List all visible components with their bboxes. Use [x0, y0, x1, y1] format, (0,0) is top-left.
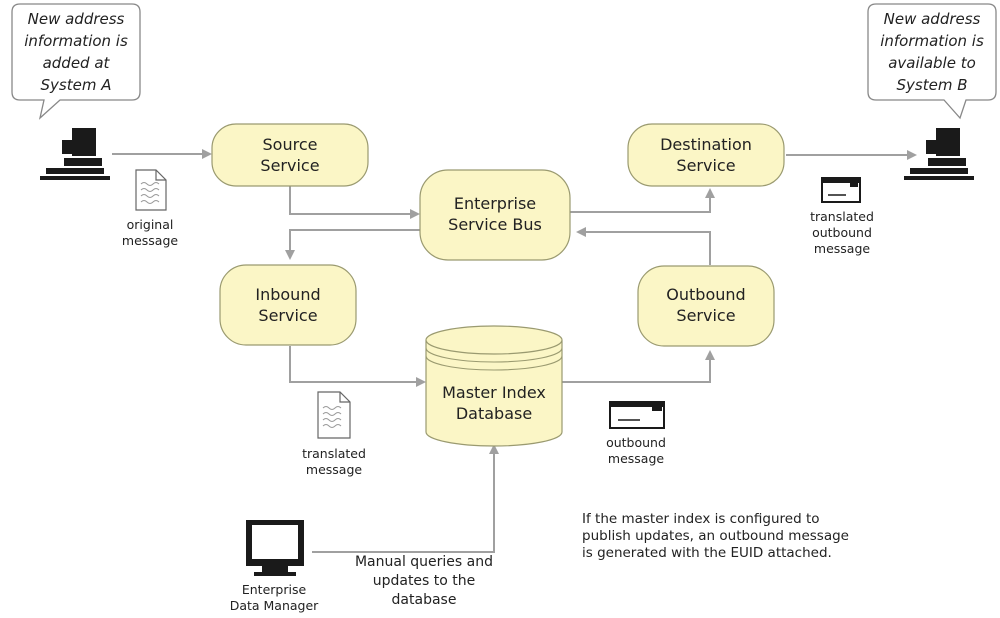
callout-system-b-line-2: information is — [880, 32, 984, 50]
callout-system-a-line-2: information is — [24, 32, 128, 50]
callout-system-b-line-3: available to — [888, 54, 976, 72]
edm-label-1: Enterprise — [242, 582, 307, 597]
outbound-service-node: Outbound Service — [637, 265, 775, 347]
enterprise-service-bus-label-2: Service Bus — [448, 215, 542, 234]
translated-message-label-1: translated — [302, 446, 366, 461]
note-line-3: is generated with the EUID attached. — [582, 545, 832, 561]
manual-queries-label-3: database — [392, 592, 457, 608]
manual-queries-label-1: Manual queries and — [355, 554, 493, 570]
callout-system-b-line-1: New address — [884, 10, 981, 28]
edm-label-2: Data Manager — [230, 598, 319, 613]
master-index-database-label-2: Database — [456, 404, 532, 423]
original-message-document-icon — [135, 169, 167, 211]
destination-service-label-1: Destination — [660, 135, 752, 154]
callout-system-a-line-1: New address — [28, 10, 125, 28]
master-index-database-label-1: Master Index — [442, 383, 546, 402]
source-service-label-1: Source — [263, 135, 318, 154]
destination-service-node: Destination Service — [627, 123, 785, 187]
outbound-service-label-2: Service — [676, 306, 735, 325]
source-service-label-2: Service — [260, 156, 319, 175]
outbound-service-label-1: Outbound — [666, 285, 745, 304]
arrow-bus-to-inbound — [285, 229, 420, 260]
system-b-computer-icon — [904, 128, 974, 180]
source-service-node: Source Service — [211, 123, 369, 187]
outbound-message-envelope-icon — [609, 401, 665, 429]
original-message-label-2: message — [122, 233, 178, 248]
enterprise-service-bus-node: Enterprise Service Bus — [419, 169, 571, 261]
callout-system-b: New address information is available to … — [867, 3, 997, 120]
translated-message-label-2: message — [306, 462, 362, 477]
outbound-message-label-1: outbound — [606, 435, 666, 450]
translated-outbound-message-label-3: message — [814, 241, 870, 256]
enterprise-service-bus-label-1: Enterprise — [454, 194, 536, 213]
arrow-database-to-outbound — [560, 350, 715, 383]
original-message-label-1: original — [127, 217, 174, 232]
flow-arrows — [112, 149, 917, 553]
master-index-database-node: Master Index Database — [425, 325, 563, 447]
arrow-outbound-to-bus — [576, 227, 711, 265]
translated-outbound-message-label-1: translated — [810, 209, 874, 224]
manual-queries-label-2: updates to the — [373, 573, 476, 589]
inbound-service-label-2: Service — [258, 306, 317, 325]
callout-system-b-line-4: System B — [897, 76, 968, 94]
translated-message-document-icon — [317, 391, 351, 439]
inbound-service-label-1: Inbound — [255, 285, 320, 304]
translated-outbound-message-envelope-icon — [821, 177, 861, 203]
arrow-edm-to-database — [312, 444, 499, 553]
translated-outbound-message-label-2: outbound — [812, 225, 872, 240]
callout-system-a-line-3: added at — [43, 54, 111, 72]
arrow-source-to-bus — [289, 186, 420, 219]
note-line-1: If the master index is configured to — [582, 511, 820, 527]
arrow-bus-to-destination — [570, 188, 715, 213]
outbound-message-label-2: message — [608, 451, 664, 466]
callout-system-a: New address information is added at Syst… — [11, 3, 141, 120]
enterprise-data-manager-monitor-icon — [246, 520, 304, 576]
destination-service-label-2: Service — [676, 156, 735, 175]
callout-system-a-line-4: System A — [41, 76, 112, 94]
inbound-service-node: Inbound Service — [219, 264, 357, 346]
system-a-computer-icon — [40, 128, 110, 180]
note-line-2: publish updates, an outbound message — [582, 528, 849, 544]
arrow-inbound-to-database — [289, 346, 426, 387]
